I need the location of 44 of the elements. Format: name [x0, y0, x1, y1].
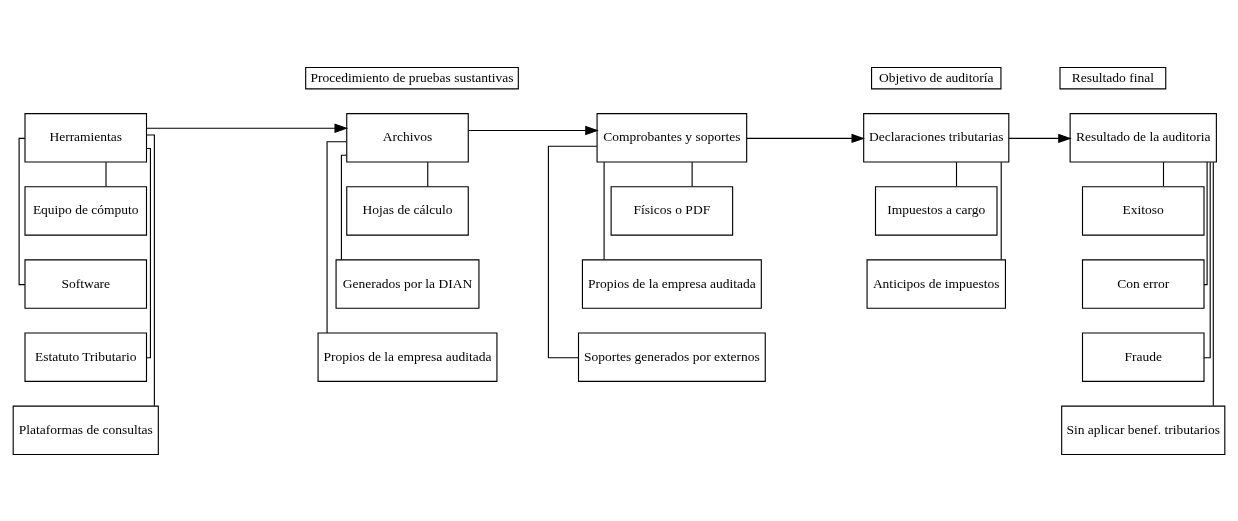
connector	[340, 154, 348, 260]
connector	[1212, 161, 1214, 406]
connector	[427, 161, 429, 187]
node-box: Físicos o PDF	[610, 185, 734, 236]
node-box: Fraude	[1081, 331, 1205, 382]
node-box: Archivos	[346, 112, 469, 163]
connector	[1203, 161, 1208, 285]
node-box: Impuestos a cargo	[874, 185, 998, 236]
connector	[955, 161, 958, 187]
connector	[603, 161, 605, 260]
node-box: Resultado final	[1059, 66, 1167, 89]
node-box: Exitoso	[1081, 185, 1205, 236]
arrow	[746, 133, 865, 143]
node-box: Anticipos de impuestos	[866, 258, 1006, 309]
arrow	[146, 123, 348, 133]
node-box: Hojas de cálculo	[346, 185, 469, 236]
node-box: Declaraciones tributarias	[863, 112, 1010, 163]
arrow	[1008, 133, 1072, 143]
node-box: Software	[24, 258, 148, 309]
connector	[145, 133, 155, 406]
node-box: Generados por la DIAN	[335, 258, 480, 309]
connector	[547, 145, 598, 358]
node-box: Plataformas de consultas	[12, 405, 159, 455]
node-box: Herramientas	[24, 112, 148, 163]
node-box: Sin aplicar benef. tributarios	[1061, 405, 1226, 455]
arrow	[467, 125, 599, 135]
connector	[1203, 161, 1211, 358]
connector	[691, 161, 693, 187]
connector	[326, 140, 348, 333]
node-box: Comprobantes y soportes	[596, 112, 748, 163]
node-box: Objetivo de auditoría	[871, 66, 1002, 89]
node-box: Estatuto Tributario	[24, 331, 148, 382]
node-box: Procedimiento de pruebas sustantivas	[305, 66, 519, 89]
connector	[18, 137, 26, 285]
node-box: Con error	[1081, 258, 1205, 309]
connector	[1000, 161, 1002, 260]
connector	[105, 161, 107, 187]
node-box: Soportes generados por externos	[577, 331, 766, 382]
node-box: Propios de la empresa auditada	[581, 258, 762, 309]
node-box: Propios de la empresa auditada	[317, 331, 498, 382]
connector	[146, 147, 151, 358]
node-box: Resultado de la auditoria	[1069, 112, 1217, 163]
connector	[1162, 161, 1165, 187]
node-box: Equipo de cómputo	[24, 185, 148, 236]
